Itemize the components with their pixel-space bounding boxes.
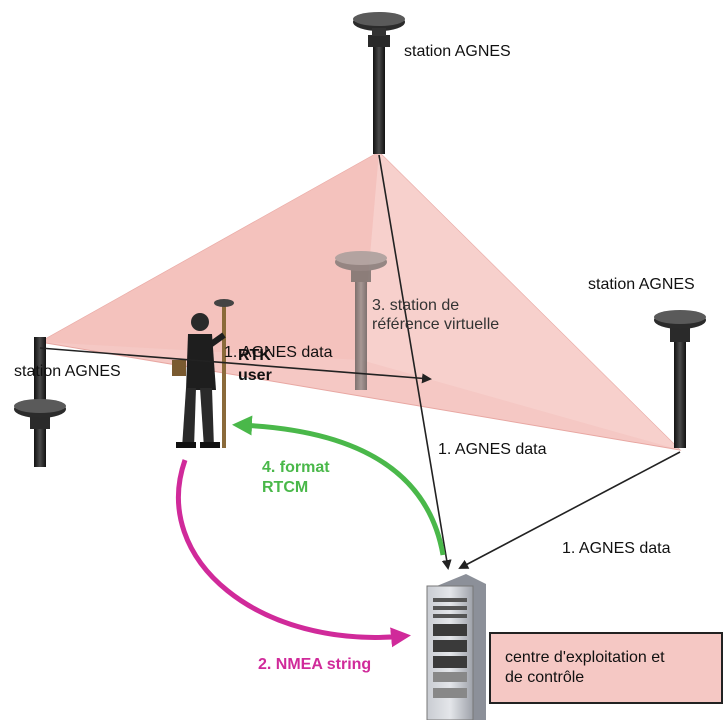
- control-center-box: centre d'exploitation et de contrôle: [489, 632, 723, 704]
- label-station-left: station AGNES: [14, 363, 121, 380]
- label-control-center: centre d'exploitation et de contrôle: [505, 649, 665, 686]
- arrow-agnes-data-left: [39, 347, 432, 384]
- rtk-user-figure: [172, 299, 234, 448]
- virtual-station-antenna: [335, 251, 387, 390]
- arrow-agnes-data-right: [458, 451, 681, 569]
- label-rtk-user: RTK user: [238, 347, 272, 384]
- arrow-nmea: [176, 459, 411, 648]
- label-agnes-data-center: 1. AGNES data: [438, 441, 547, 458]
- station-top-antenna: [353, 12, 405, 154]
- server-tower: [426, 574, 486, 720]
- network-facet-right: [361, 152, 680, 450]
- arrow-agnes-data-center: [378, 154, 452, 570]
- station-left-antenna: [14, 337, 66, 467]
- arrow-rtcm: [232, 415, 446, 556]
- label-nmea-string: 2. NMEA string: [258, 656, 372, 673]
- label-format-rtcm: 4. format RTCM: [262, 459, 330, 496]
- label-station-top: station AGNES: [404, 43, 511, 60]
- label-station-right: station AGNES: [588, 276, 695, 293]
- network-facet-left: [40, 152, 379, 360]
- label-agnes-data-right: 1. AGNES data: [562, 540, 671, 557]
- label-agnes-data-left: 1. AGNES data: [224, 344, 333, 361]
- label-virtual-station: 3. station de référence virtuelle: [372, 297, 500, 333]
- station-right-antenna: [654, 310, 706, 448]
